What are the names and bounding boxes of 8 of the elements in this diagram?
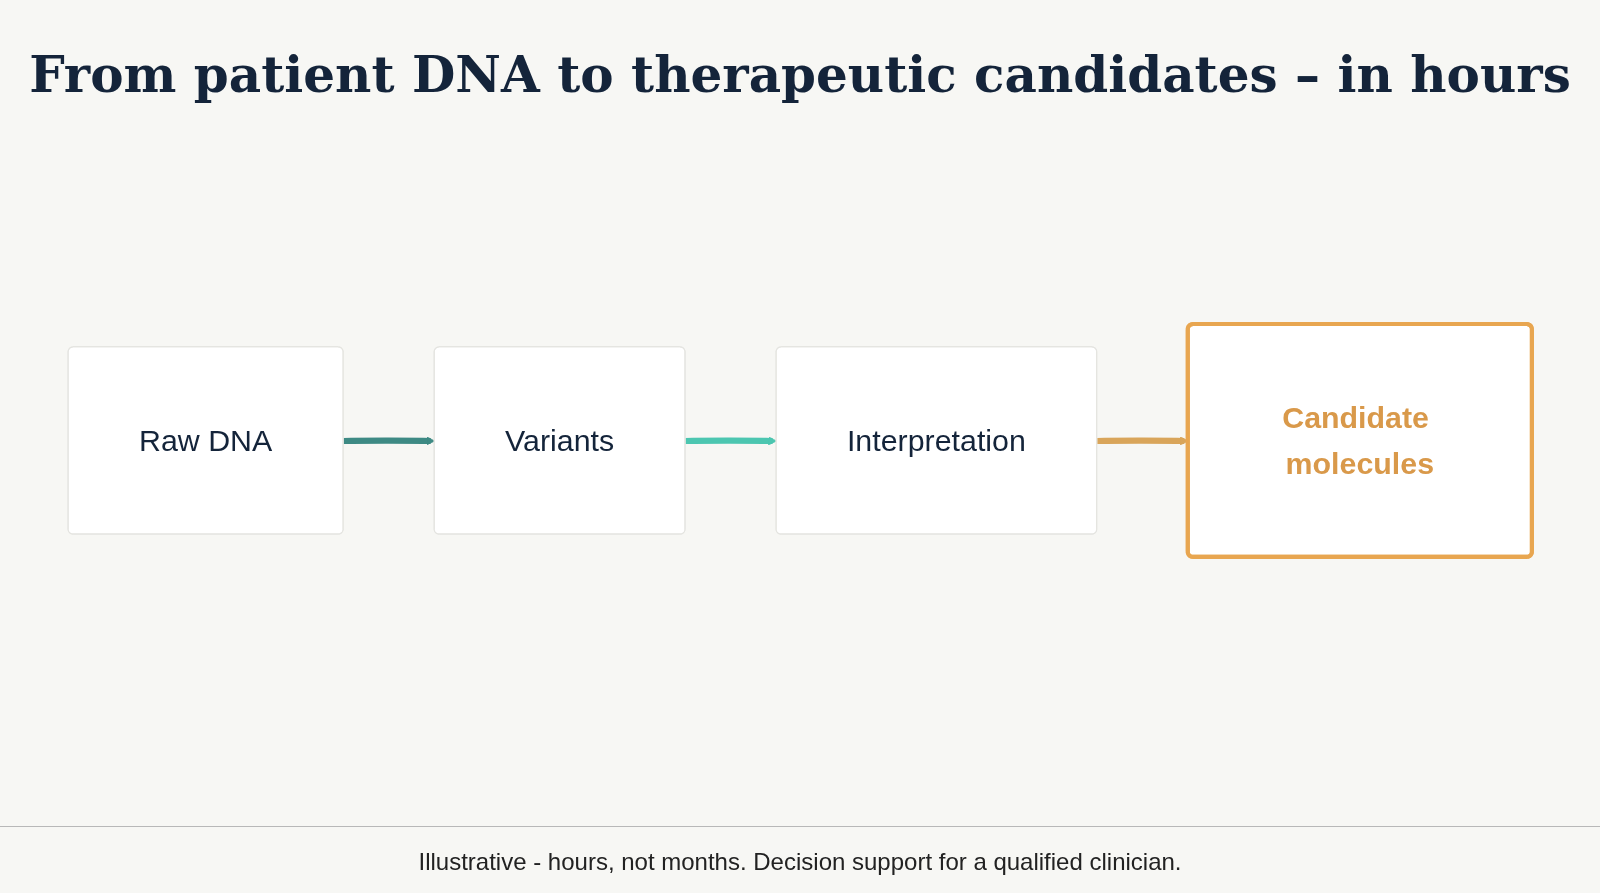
title: From patient DNA to therapeutic candidates – in hours bbox=[28, 45, 1572, 104]
arrow bbox=[685, 435, 777, 445]
arrow bbox=[1097, 435, 1189, 445]
process-box: Variants bbox=[433, 345, 686, 535]
process-box: Candidate molecules bbox=[1185, 321, 1534, 559]
process-box: Interpretation bbox=[775, 345, 1098, 535]
caption: Illustrative - hours, not months. Decision support for a qualified clinician. bbox=[417, 848, 1183, 876]
process-box: Raw DNA bbox=[67, 345, 344, 535]
